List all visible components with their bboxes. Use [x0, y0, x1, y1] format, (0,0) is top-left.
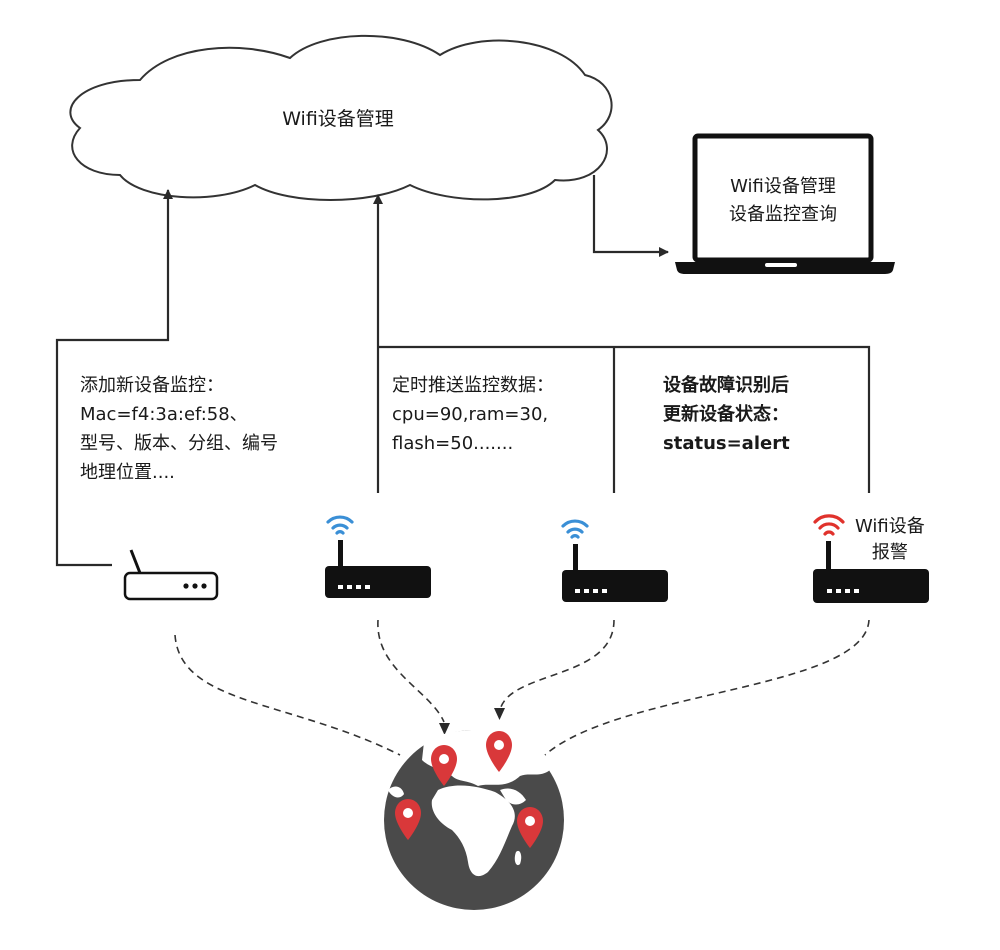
- map-pin-icon: [431, 745, 457, 786]
- wifi-signal-icon: [561, 519, 589, 539]
- alarm-router-label: Wifi设备 报警: [855, 514, 925, 566]
- dashed-link-1: [174, 634, 401, 756]
- wifi-signal-icon: [326, 515, 354, 535]
- location-links: [174, 619, 870, 756]
- router-icon-3: [561, 519, 668, 602]
- router-icon-2: [325, 515, 431, 598]
- dashed-link-3: [499, 619, 615, 711]
- push-data-line: flash=50.......: [392, 433, 514, 454]
- connector-lines: [55, 175, 871, 567]
- fault-line: 更新设备状态：: [663, 404, 789, 425]
- router-icon-alert: [813, 514, 929, 603]
- fault-line: status=alert: [663, 433, 790, 454]
- fault-line: 设备故障识别后: [663, 375, 789, 396]
- dashed-link-2: [377, 619, 445, 723]
- map-pin-icon: [395, 799, 421, 840]
- alarm-label-line1: Wifi设备: [855, 516, 925, 537]
- push-data-line: cpu=90,ram=30,: [392, 404, 549, 425]
- add-device-arrow: [55, 189, 173, 567]
- add-device-line: 型号、版本、分组、编号: [80, 433, 278, 454]
- add-device-annotation: 添加新设备监控： Mac=f4:3a:ef:58、 型号、版本、分组、编号 地理…: [80, 371, 278, 487]
- push-data-line: 定时推送监控数据：: [392, 375, 554, 396]
- cloud-to-laptop-arrow: [592, 175, 669, 257]
- wifi-alert-signal-icon: [813, 514, 845, 536]
- dashed-link-4: [544, 619, 870, 756]
- cloud-icon: [69, 34, 613, 201]
- add-device-line: 地理位置....: [80, 462, 175, 483]
- laptop-icon: [675, 133, 895, 274]
- push-data-annotation: 定时推送监控数据： cpu=90,ram=30, flash=50.......: [392, 371, 554, 458]
- fault-annotation: 设备故障识别后 更新设备状态： status=alert: [663, 371, 790, 458]
- map-pin-icon: [486, 731, 512, 772]
- status-bus-line: [378, 345, 871, 493]
- alarm-label-line2: 报警: [871, 542, 908, 563]
- router-icon-1: [123, 549, 219, 601]
- add-device-line: Mac=f4:3a:ef:58、: [80, 404, 248, 425]
- map-pin-icon: [517, 807, 543, 848]
- add-device-line: 添加新设备监控：: [80, 375, 224, 396]
- laptop-label-line2: 设备监控查询: [729, 204, 837, 225]
- globe-icon: [384, 729, 564, 910]
- cloud-label: Wifi设备管理: [282, 108, 394, 130]
- laptop-label-line1: Wifi设备管理: [730, 176, 836, 197]
